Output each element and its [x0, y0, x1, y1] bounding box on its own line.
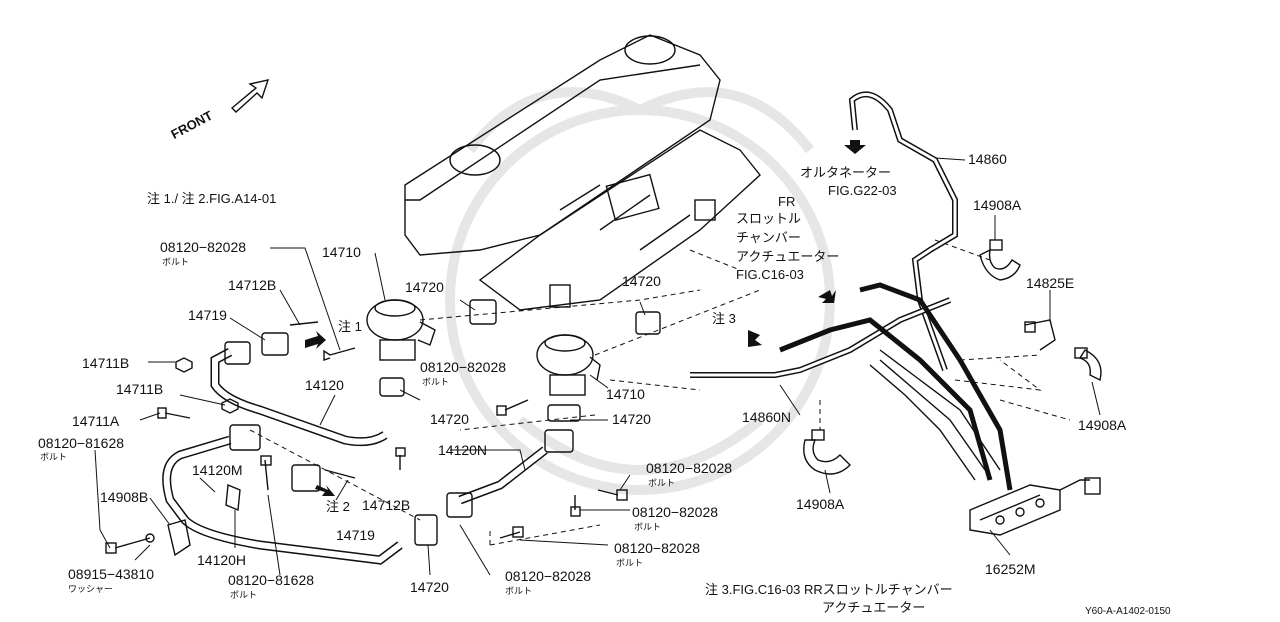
fr-note-line2: スロットル — [736, 211, 802, 226]
part-14908a-c: 14908A — [1078, 417, 1127, 433]
bolt-sublabel-g: ボルト — [616, 558, 644, 568]
part-14720-b: 14720 — [622, 273, 661, 289]
part-14720-e: 14720 — [410, 579, 449, 595]
fr-note-line5: FIG.C16-03 — [736, 267, 804, 282]
diagram-reference: Y60-A-A1402-0150 — [1085, 606, 1171, 617]
part-14711b-a: 14711B — [82, 355, 130, 371]
part-14825e: 14825E — [1026, 275, 1075, 291]
part-14711a: 14711A — [72, 413, 120, 429]
part-14860: 14860 — [968, 151, 1007, 167]
note-1: 注 1 — [338, 319, 362, 334]
part-14711b-b: 14711B — [116, 381, 164, 397]
part-14908b: 14908B — [100, 489, 149, 505]
solenoid-block — [969, 477, 1101, 536]
bolt-sublabel-e: ボルト — [648, 478, 676, 488]
part-14720-a: 14720 — [405, 279, 444, 295]
bolt-sublabel-f: ボルト — [634, 522, 662, 532]
footnote-line1: 注 3.FIG.C16-03 RRスロットルチャンバー — [705, 582, 953, 597]
vacuum-hoses — [690, 91, 1013, 491]
part-14860n: 14860N — [742, 409, 792, 425]
part-14720-c: 14720 — [430, 411, 469, 427]
part-08120-82028-c: 08120−82028 — [646, 460, 733, 476]
bolts — [105, 321, 628, 554]
washer-sublabel: ワッシャー — [68, 584, 114, 594]
part-14120: 14120 — [305, 377, 344, 393]
part-08120-82028-b: 08120−82028 — [420, 359, 507, 375]
alternator-note-line1: オルタネーター — [800, 165, 892, 180]
part-08120-82028-f: 08120−82028 — [505, 568, 592, 584]
part-14120m: 14120M — [192, 462, 243, 478]
bolt-sublabel-h: ボルト — [505, 586, 533, 596]
part-14719-b: 14719 — [336, 527, 375, 543]
part-14120h: 14120H — [197, 552, 247, 568]
fr-note-line3: チャンバー — [736, 230, 801, 245]
part-14719-a: 14719 — [188, 307, 227, 323]
part-16252m: 16252M — [985, 561, 1036, 577]
footnote-line2: アクチュエーター — [822, 600, 926, 615]
front-arrow — [230, 79, 270, 113]
bolt-sublabel-b: ボルト — [40, 452, 68, 462]
watermark — [445, 87, 835, 495]
bolt-sublabel-d: ボルト — [422, 377, 450, 387]
alternator-note-line2: FIG.G22-03 — [828, 183, 897, 198]
note-2: 注 2 — [326, 499, 350, 514]
nut — [175, 357, 193, 373]
gasket — [261, 332, 289, 356]
engine-block — [404, 34, 761, 311]
part-14710-b: 14710 — [606, 386, 645, 402]
part-14720-d: 14720 — [612, 411, 651, 427]
part-14712b-b: 14712B — [362, 497, 411, 513]
note-3: 注 3 — [712, 311, 736, 326]
part-08120-82028-a: 08120−82028 — [160, 239, 247, 255]
egr-tube-14120 — [210, 348, 388, 447]
bolt-sublabel-a: ボルト — [162, 257, 190, 267]
part-08120-82028-e: 08120−82028 — [614, 540, 701, 556]
note-fig-a14: 注 1./ 注 2.FIG.A14-01 — [147, 191, 277, 206]
part-08120-81628-b: 08120−81628 — [228, 572, 315, 588]
part-08915-43810: 08915−43810 — [68, 566, 155, 582]
dashed-leaders — [249, 239, 1071, 546]
direction-arrows — [305, 140, 866, 496]
label-leaders — [94, 157, 1101, 576]
part-14120n: 14120N — [438, 442, 488, 458]
part-14908a-a: 14908A — [796, 496, 845, 512]
part-08120-82028-d: 08120−82028 — [632, 504, 719, 520]
fr-note-line1: FR — [778, 194, 796, 209]
clamp — [225, 483, 241, 512]
egr-valve-rear — [536, 334, 601, 396]
egr-valve-front — [366, 299, 436, 361]
part-14710-a: 14710 — [322, 244, 361, 260]
hose-clip — [803, 439, 851, 475]
part-14712b-a: 14712B — [228, 277, 277, 293]
part-14908a-b: 14908A — [973, 197, 1022, 213]
fr-note-line4: アクチュエーター — [736, 249, 840, 264]
bolt-sublabel-c: ボルト — [230, 590, 258, 600]
part-08120-81628-a: 08120−81628 — [38, 435, 125, 451]
